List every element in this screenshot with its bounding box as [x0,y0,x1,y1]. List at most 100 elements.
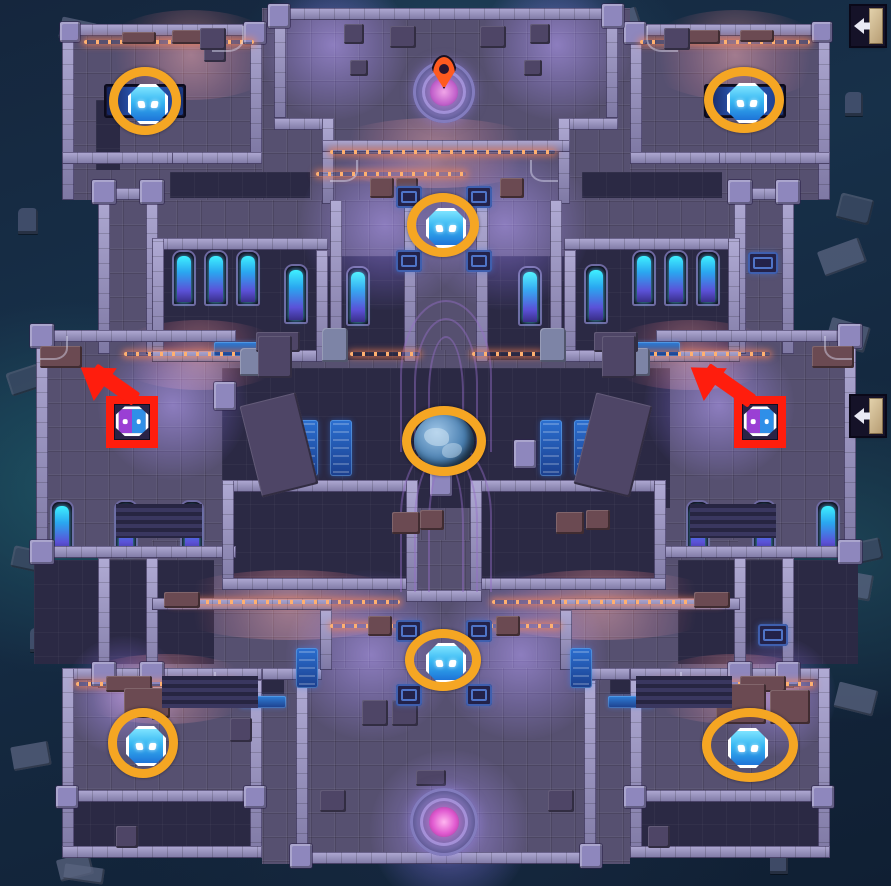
duo-icon-backdrop [742,404,778,440]
wall-segment [584,680,596,864]
quest-location-pin[interactable] [431,55,457,89]
rune-tile [396,684,422,706]
corner-pillar [514,440,536,468]
stairs [162,676,258,708]
wall-segment [728,238,740,362]
blue-carpet [540,420,562,476]
duo-eye-left [122,418,128,425]
corner-pillar [624,786,646,808]
rune-tile [466,186,492,208]
furniture [258,336,292,378]
corner-pillar [92,180,116,204]
gothic-window [698,252,718,304]
wall-segment [98,558,110,688]
wall-segment [146,558,158,688]
wall-segment [710,152,830,164]
wall-segment [322,118,334,204]
corner-pillar [776,180,800,204]
crate [368,616,392,636]
corner-pillar [838,324,862,348]
wall-segment [172,152,262,164]
string-lights [330,150,555,154]
door-arrow-icon [854,408,864,424]
stairs [636,676,732,708]
dark-upper-left-slot [170,172,310,198]
crate [812,346,854,368]
gothic-window [52,502,72,556]
blue-carpet [296,648,318,688]
rune-tile [396,620,422,642]
wall-segment [606,8,618,118]
furniture [116,826,138,848]
duo-eye-right [764,418,770,425]
wall-segment [656,330,856,342]
corner-pillar [30,540,54,564]
stairs [690,504,776,538]
furniture [350,60,368,76]
wall-segment [274,8,618,20]
string-lights [492,600,722,604]
crate [694,592,730,608]
gravestone [18,208,38,234]
cobweb [212,26,244,52]
furniture [524,60,542,76]
corner-pillar [214,382,236,410]
corner-pillar [812,786,834,808]
orange-highlight-ring [109,67,181,135]
wall-segment [36,330,48,558]
gothic-window [238,252,258,304]
wall-segment [564,238,740,250]
rune-tile [396,250,422,272]
crate [740,30,774,42]
orange-highlight-ring [108,708,178,778]
portal-pad-bottom[interactable] [410,788,478,856]
furniture [648,826,670,848]
string-lights [490,624,560,628]
duo-icon-backdrop [114,404,150,440]
crate [122,32,156,44]
crate [496,616,520,636]
orange-highlight-ring [704,67,784,133]
gargoyle-statue [322,328,348,362]
exit-door-middle-right[interactable] [851,396,885,436]
rune-tile [748,252,778,274]
duo-character-icon [743,406,777,437]
wall-segment [734,558,746,688]
wall-segment [250,24,262,154]
furniture [530,24,550,44]
exit-door-top-right[interactable] [851,6,885,46]
rune-tile [758,624,788,646]
wall-segment [62,790,262,802]
blue-carpet [570,648,592,688]
dark-crypt-right [678,560,858,664]
wall-segment [296,852,596,864]
floor-arch-ornament [428,336,464,450]
corner-pillar [244,22,266,44]
string-lights [330,624,400,628]
gothic-window [174,252,194,304]
red-arrow-right [679,351,786,410]
wall-segment [62,846,262,858]
wall-segment [558,118,570,204]
door-leaf [869,8,883,44]
wall-segment [654,480,666,590]
crate [556,512,584,534]
cobweb [40,336,68,360]
string-lights [630,352,770,356]
corner-pillar [290,844,312,868]
wall-segment [630,790,830,802]
portal-pad-top[interactable] [413,61,475,123]
door-arrow-icon [854,18,864,34]
dark-nave-left [226,480,416,586]
floor-arch-ornament [414,318,478,450]
string-lights [316,172,466,176]
gravestone [845,92,863,116]
furniture [362,700,388,726]
wall-segment [630,24,642,154]
wall-segment [818,668,830,858]
wall-segment [62,152,182,164]
rune-tile [466,620,492,642]
wall-segment [62,24,74,200]
gothic-window [286,266,306,322]
